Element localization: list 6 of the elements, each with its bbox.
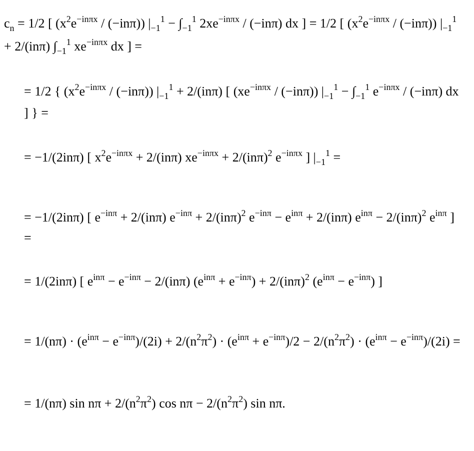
equation-line: = −1/(2inπ) [ x$^{2}$e$^{−inπx}$ + 2/(inπ) xe$^{−inπx}$ + 2/(inπ)$^{2}$ e$^{−inπx}$ ] |$_{−1}$$^{1}$ = [24,147,342,169]
equation-line: = 1/2 { (x$^{2}$e$^{−inπx}$ / (−inπ)) |$_{−1}$$^{1}$ + 2/(inπ) [ (xe$^{−inπx}$ / (−inπ)) |$_{−1}$$^{1}$ − ∫$_{−1}$$^{1}$ e$^{−inπx}$ / (−inπ) dx ] } = [24,81,460,122]
equation-line: = −1/(2inπ) [ e$^{−inπ}$ + 2/(inπ) e$^{−inπ}$ + 2/(inπ)$^{2}$ e$^{−inπ}$ − e$^{inπ}$ + 2/(inπ) e$^{inπ}$ − 2/(inπ)$^{2}$ e$^{inπ}$ ] = [24,207,456,248]
equation-line: = 1/(2inπ) [ e$^{inπ}$ − e$^{−inπ}$ − 2/(inπ) (e$^{inπ}$ + e$^{−inπ}$) + 2/(inπ)$^{2}$ (e$^{inπ}$ − e$^{−inπ}$) ] [24,271,384,290]
equation-line: = 1/(nπ) · (e$^{inπ}$ − e$^{−inπ}$)/(2i) + 2/(n$^{2}$π$^{2}$) · (e$^{inπ}$ + e$^{−inπ}$)/2 − 2/(n$^{2}$π$^{2}$) · (e$^{inπ}$ − e$^{−inπ}$)/(2i) = [24,331,462,350]
equation-line: = 1/(nπ) sin nπ + 2/(n$^{2}$π$^{2}$) cos nπ − 2/(n$^{2}$π$^{2}$) sin nπ. [24,393,286,412]
